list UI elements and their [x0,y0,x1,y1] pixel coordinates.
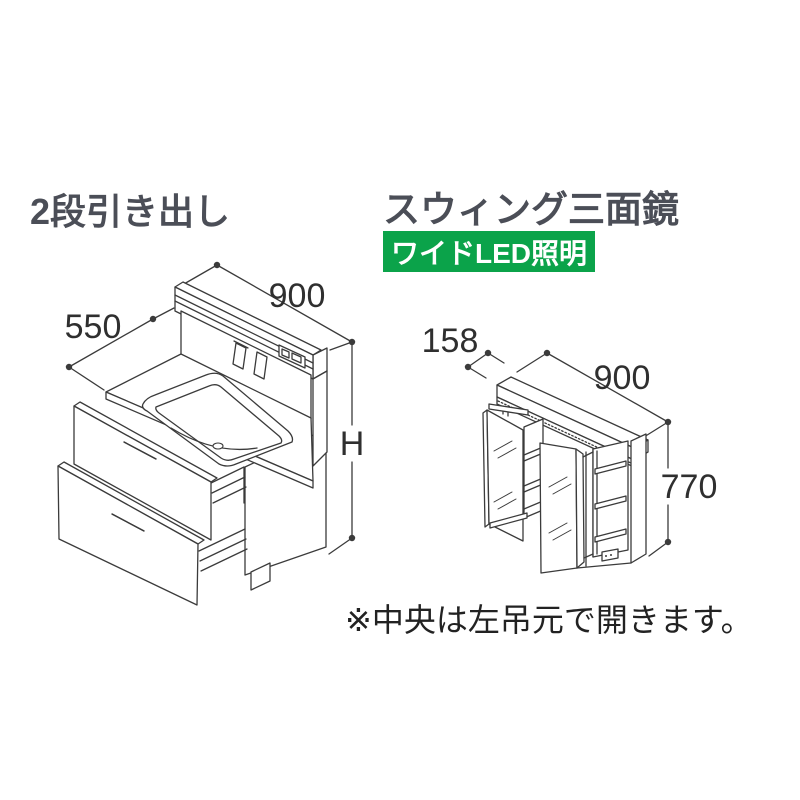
right-product-title: スウィング三面鏡 [383,189,679,230]
led-lighting-badge: ワイドLED照明 [383,231,595,272]
top-drawer [73,401,218,541]
swing-arm-bottom [489,512,528,529]
cabinet-side-panel [630,433,647,564]
swing-arm-top [488,403,529,416]
mirror-height-dimension-label: 770 [660,467,718,506]
drawer-rails-upper [210,466,247,504]
bottom-drawer [57,461,205,606]
drawer-rails-lower [198,528,248,572]
wash-basin [141,372,294,467]
vanity-drawing [57,261,356,606]
left-mirror-door [482,409,524,542]
faucet-lever [253,351,268,380]
mirror-cabinet-drawing [464,349,672,574]
vanity-dimension-lines [65,261,356,555]
mirror-dimension-lines [464,349,672,557]
vanity-height-dimension-label: H [339,424,365,463]
hinge-footnote: ※中央は左吊元で開きます。 [345,602,753,638]
switch-outlet [601,548,619,562]
left-product-title: 2段引き出し [30,191,231,232]
vanity-toe-kick [250,562,271,591]
vanity-width-dimension-label: 900 [268,276,326,315]
right-open-shelves [592,440,629,558]
mirror-depth-dimension-label: 158 [421,321,479,360]
center-mirror-door [539,442,594,574]
vanity-depth-dimension-label: 550 [64,307,122,346]
faucet-spout [232,342,247,370]
cabinet-bottom-edge [576,562,632,569]
mirror-width-dimension-label: 900 [593,358,651,397]
center-partition [585,448,594,567]
